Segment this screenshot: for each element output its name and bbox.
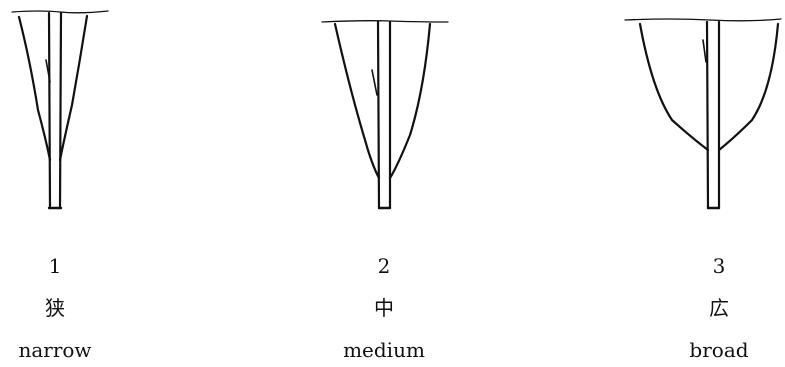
- trunk-left-edge: [705, 20, 710, 210]
- branching-diagram: [11, 10, 782, 210]
- inner-fold: [371, 69, 378, 96]
- panel-number: 2: [377, 254, 391, 278]
- trunk-right-edge: [58, 11, 63, 210]
- inner-fold: [702, 39, 707, 63]
- right-branch: [717, 22, 780, 152]
- left-branch: [17, 15, 52, 162]
- ground-line: [11, 10, 109, 14]
- panel-number: 1: [48, 254, 62, 278]
- trunk-left-edge: [376, 20, 381, 210]
- panel-number: 3: [712, 254, 726, 278]
- broad-branching-illustration: [624, 18, 782, 210]
- panel-japanese-label: 狭: [45, 296, 65, 320]
- ground-line: [624, 18, 782, 22]
- medium-branching-illustration: [321, 20, 449, 210]
- panel-english-label: broad: [689, 338, 749, 362]
- panel-japanese-label: 広: [709, 296, 729, 320]
- left-branch: [638, 22, 710, 152]
- inner-fold: [45, 59, 51, 83]
- panel-english-label: narrow: [18, 338, 92, 362]
- trunk-left-edge: [47, 11, 52, 210]
- left-branch: [333, 22, 381, 180]
- right-branch: [58, 14, 89, 162]
- narrow-branching-illustration: [11, 10, 109, 210]
- panel-japanese-label: 中: [374, 296, 394, 320]
- panel-english-label: medium: [343, 338, 425, 362]
- ground-line: [321, 20, 449, 23]
- right-branch: [388, 22, 432, 180]
